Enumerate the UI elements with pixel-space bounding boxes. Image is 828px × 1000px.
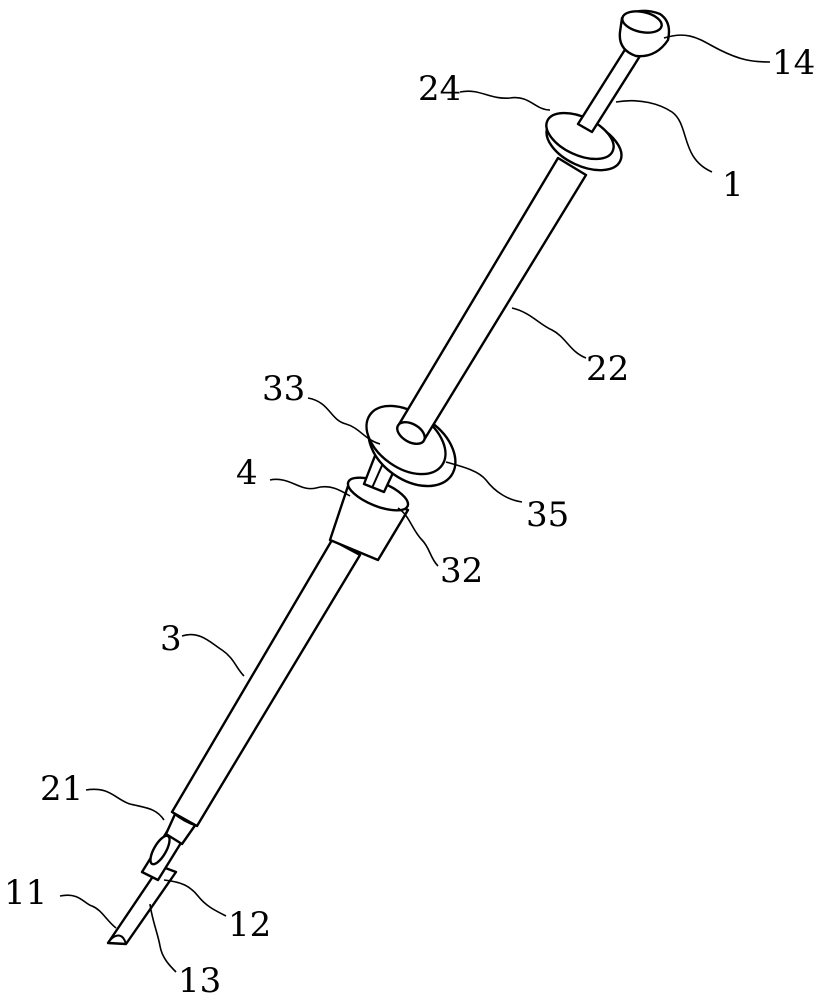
label-12: 12 [228, 905, 271, 945]
label-35: 35 [526, 495, 569, 535]
label-14: 14 [772, 43, 815, 83]
label-3: 3 [160, 619, 182, 659]
label-11: 11 [4, 873, 47, 913]
label-1: 1 [722, 165, 744, 205]
label-4: 4 [236, 453, 258, 493]
plunger-head [620, 8, 669, 56]
label-24: 24 [418, 69, 461, 109]
label-33: 33 [262, 369, 305, 409]
label-22: 22 [586, 349, 629, 389]
sleeve-tube [172, 540, 360, 826]
label-13: 13 [178, 961, 221, 1000]
main-barrel [394, 158, 586, 448]
plunger-rod [578, 48, 640, 132]
label-32: 32 [440, 551, 483, 591]
label-21: 21 [40, 769, 83, 809]
needle-tip [108, 866, 176, 944]
